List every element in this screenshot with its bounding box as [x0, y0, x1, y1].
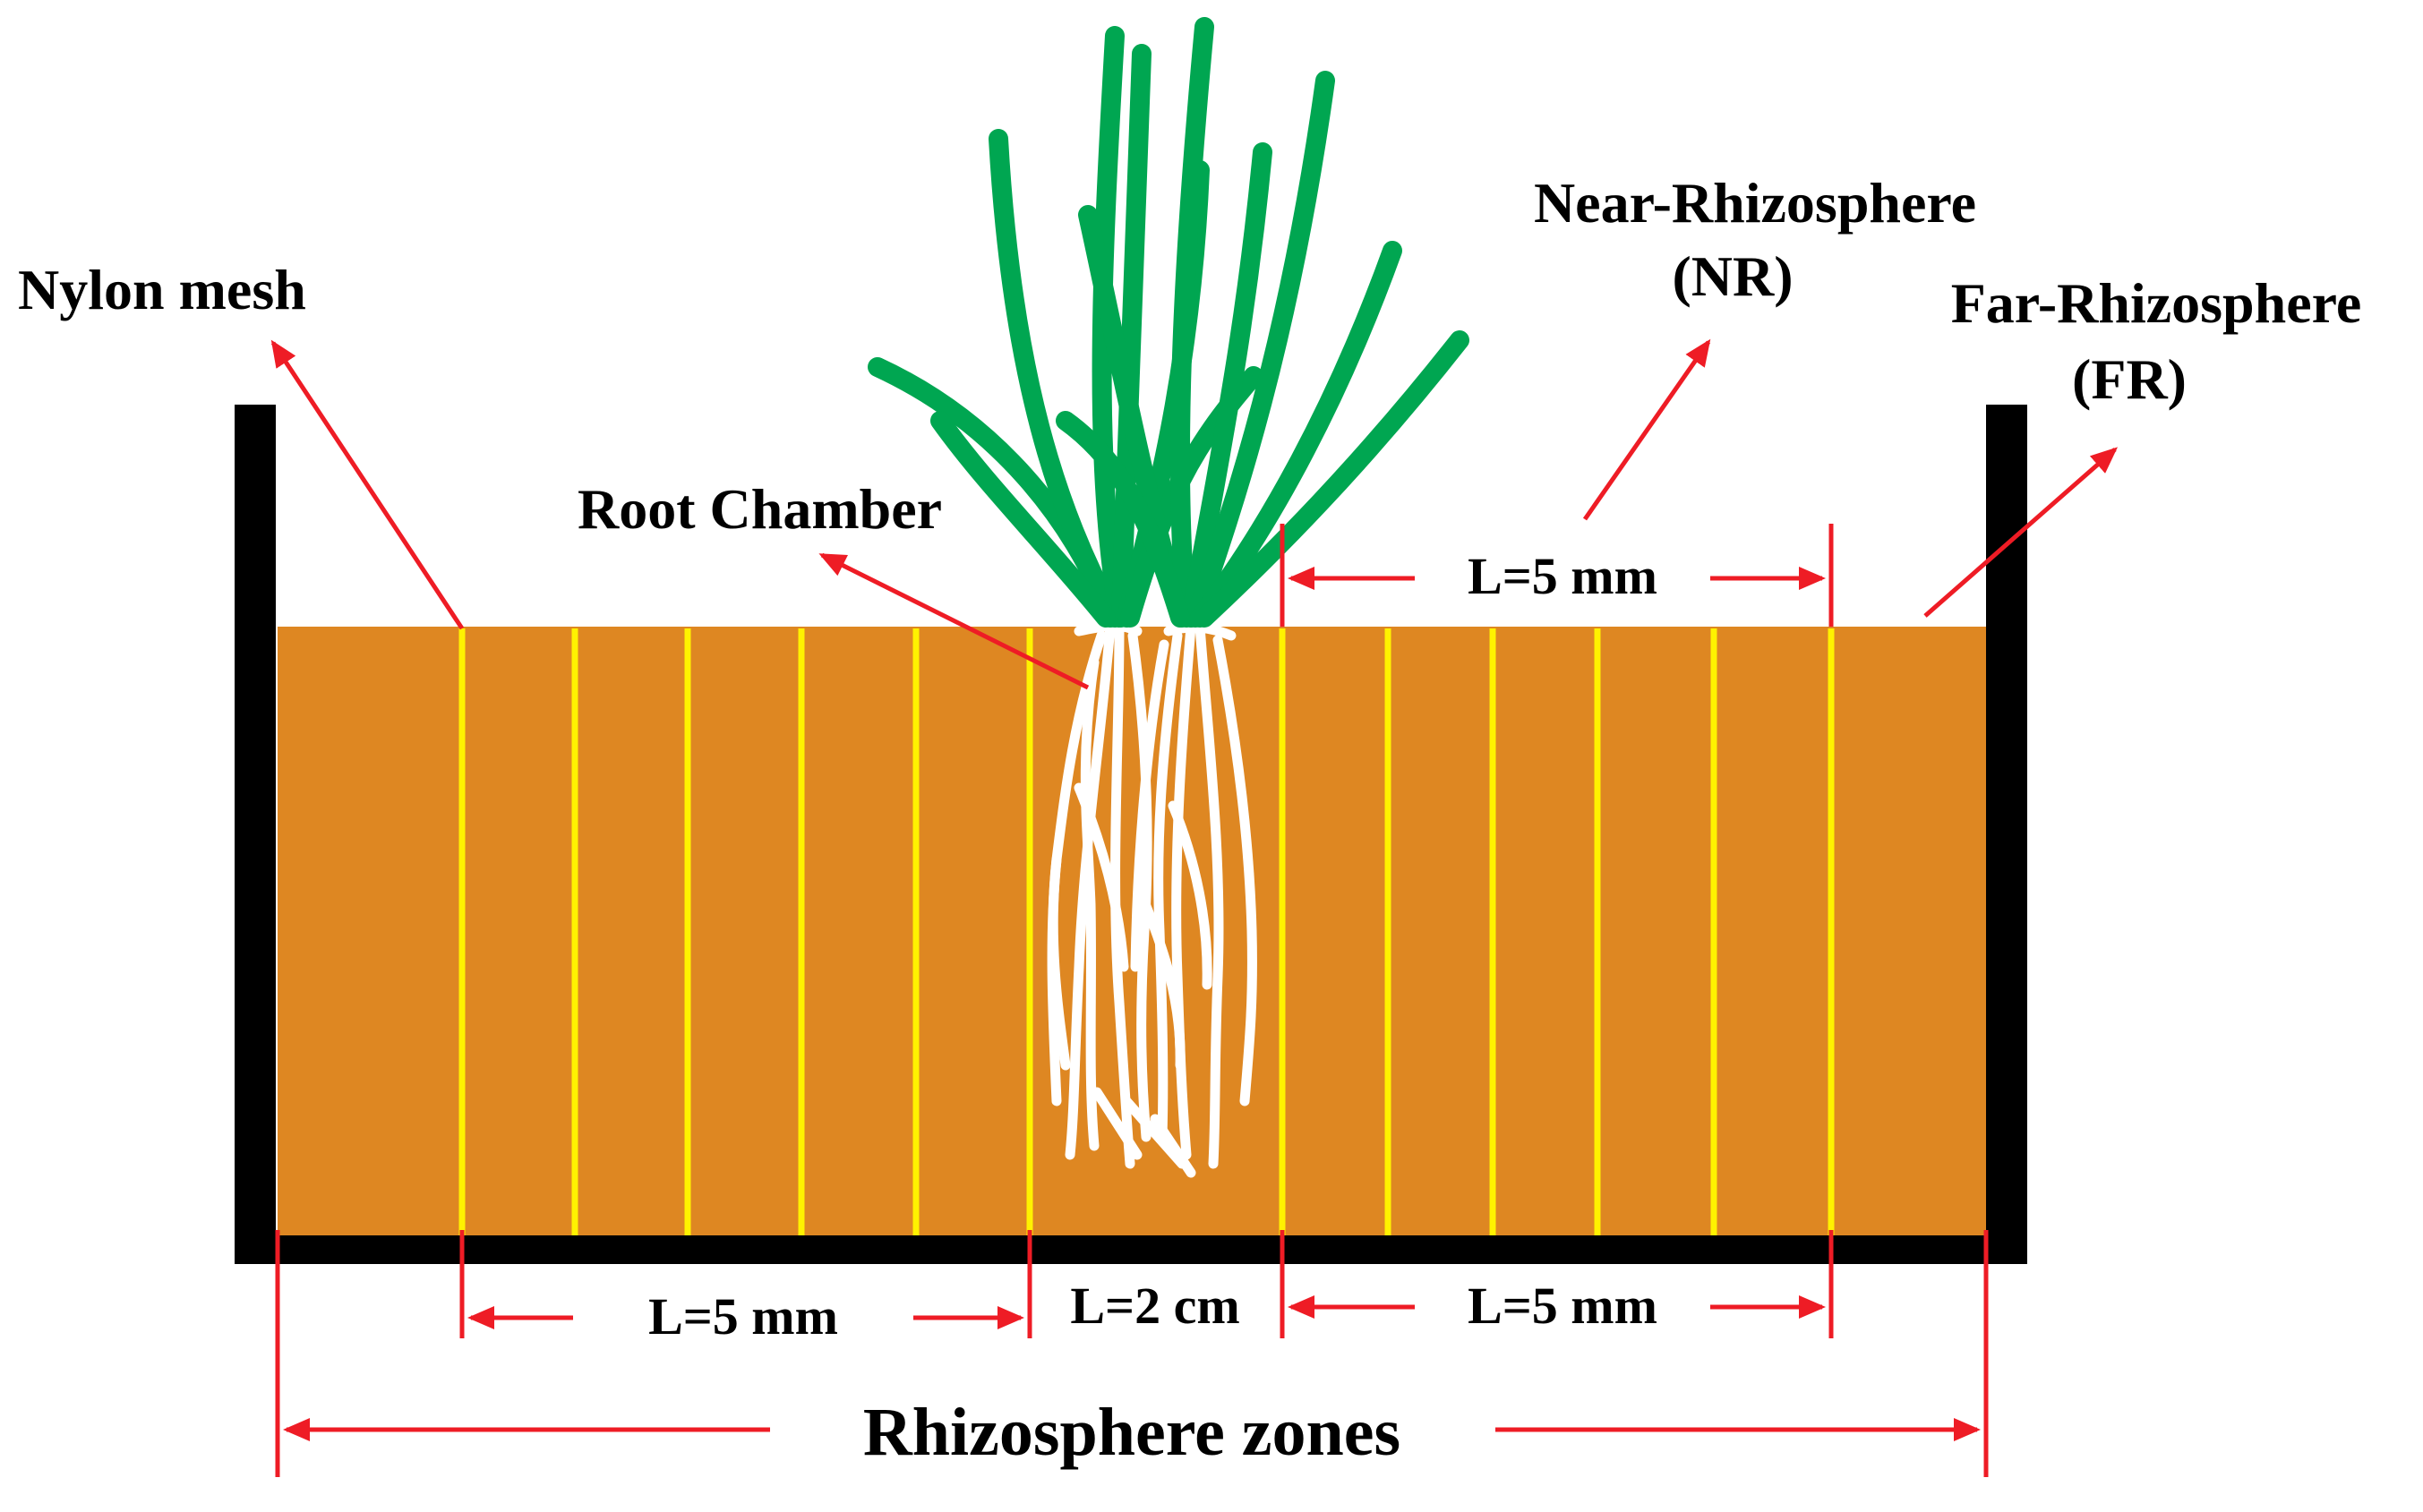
- far-rhizosphere-abbr: (FR): [2072, 347, 2187, 411]
- near-rhizosphere-arrow: [1582, 338, 1711, 521]
- plant-roots: [1047, 620, 1257, 1178]
- top-dimension: [1280, 524, 1834, 627]
- near-rhizosphere-abbr: (NR): [1672, 244, 1793, 308]
- nylon-mesh-lines: [458, 628, 1835, 1235]
- top-length-label: L=5 mm: [1468, 547, 1657, 605]
- label-arrows: [270, 338, 2119, 690]
- nylon-mesh-label: Nylon mesh: [18, 258, 306, 321]
- container-right-wall: [1986, 405, 2027, 1264]
- near-rhizosphere-label: Near-Rhizosphere: [1534, 171, 1976, 235]
- far-rhizosphere-arrow: [1923, 447, 2119, 618]
- root-chamber-arrow: [818, 552, 1090, 690]
- container-bottom: [235, 1235, 2027, 1264]
- bottom-left-length-label: L=5 mm: [648, 1287, 838, 1345]
- nylon-mesh-arrow: [270, 339, 465, 630]
- far-rhizosphere-label: Far-Rhizosphere: [1951, 271, 2362, 335]
- container-left-wall: [235, 405, 276, 1264]
- zones-label: Rhizosphere zones: [863, 1395, 1400, 1470]
- plant-leaves: [868, 17, 1469, 628]
- bottom-center-length-label: L=2 cm: [1070, 1277, 1239, 1335]
- bottom-right-length-label: L=5 mm: [1468, 1277, 1657, 1335]
- bottom-dimensions: [275, 1230, 1989, 1477]
- root-chamber-label: Root Chamber: [578, 477, 942, 541]
